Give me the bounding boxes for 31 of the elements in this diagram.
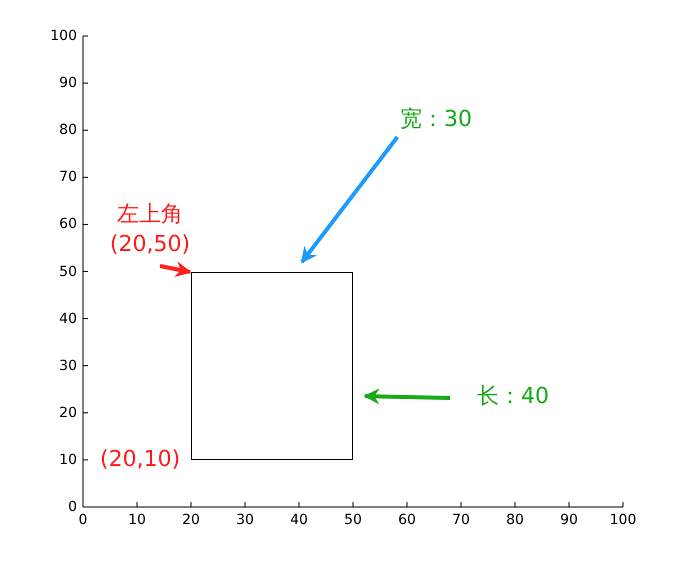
tick-label: 20 bbox=[58, 406, 77, 420]
tick-label: 90 bbox=[58, 76, 77, 90]
tick-label: 40 bbox=[289, 513, 309, 527]
tick-label: 100 bbox=[49, 29, 77, 43]
tick-label: 70 bbox=[451, 513, 471, 527]
annotation-text: 宽：30 bbox=[400, 106, 472, 134]
tick-label: 100 bbox=[608, 513, 638, 527]
tick-label: 40 bbox=[58, 312, 77, 326]
tick-label: 80 bbox=[58, 123, 77, 138]
tick-label: 30 bbox=[235, 513, 255, 527]
tick-label: 70 bbox=[58, 170, 77, 184]
tick-label: 60 bbox=[58, 217, 77, 232]
tick-label: 20 bbox=[181, 513, 201, 527]
tick-label: 50 bbox=[58, 264, 77, 278]
arrow bbox=[363, 388, 450, 404]
annotation-text: 长：40 bbox=[477, 383, 549, 411]
annotation-text: 左上角 bbox=[117, 201, 183, 229]
tick-label: 0 bbox=[67, 500, 77, 514]
annotation-text: (20,50) bbox=[110, 231, 190, 259]
coordinate-label: (20,10) bbox=[100, 449, 180, 471]
tick-label: 80 bbox=[505, 513, 525, 527]
tick-label: 90 bbox=[559, 513, 579, 527]
rectangle bbox=[191, 272, 353, 460]
tick-label: 30 bbox=[58, 358, 77, 373]
tick-label: 50 bbox=[343, 513, 363, 527]
tick-label: 10 bbox=[127, 513, 147, 527]
tick-label: 60 bbox=[397, 513, 417, 527]
tick-label: 10 bbox=[58, 452, 77, 467]
arrow bbox=[300, 136, 399, 264]
tick-label: 0 bbox=[78, 513, 88, 527]
arrow bbox=[160, 261, 192, 278]
